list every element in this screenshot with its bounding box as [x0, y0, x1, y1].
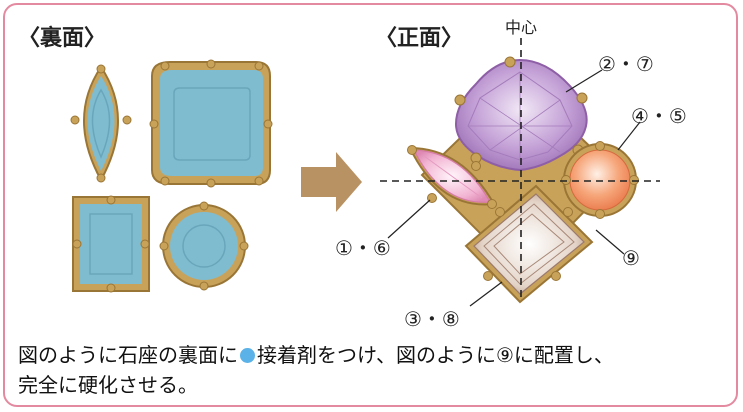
glue-dot-icon	[240, 348, 255, 363]
caption-line-1-before: 図のように石座の裏面に	[18, 343, 238, 367]
label-setting-9: ⑨	[622, 246, 640, 270]
stone-beige-emerald-3-8	[464, 184, 594, 304]
back-emerald-stone	[72, 195, 150, 293]
caption-line-1: 図のように石座の裏面に接着剤をつけ、図のように⑨に配置し、	[18, 340, 730, 370]
leader-line-9	[595, 229, 625, 255]
caption-line-1-after: 接着剤をつけ、図のように⑨に配置し、	[257, 343, 614, 367]
label-stones-3-8: ③・⑧	[404, 307, 460, 331]
label-stones-4-5: ④・⑤	[631, 104, 687, 128]
leader-line-1-6	[387, 199, 431, 239]
leader-line-4-5	[617, 121, 641, 151]
label-stones-2-7: ②・⑦	[598, 52, 654, 76]
back-side-label: 〈裏面〉	[18, 26, 107, 51]
caption-line-2: 完全に硬化させる。	[18, 373, 198, 397]
back-round-stone	[159, 201, 249, 291]
front-side-label: 〈正面〉	[375, 26, 464, 51]
leader-line-2-7	[565, 69, 603, 93]
instruction-caption: 図のように石座の裏面に接着剤をつけ、図のように⑨に配置し、 完全に硬化させる。	[18, 340, 730, 400]
center-label: 中心	[505, 18, 538, 37]
label-stones-1-6: ①・⑥	[335, 236, 391, 260]
right-arrow-icon	[301, 152, 362, 212]
back-cushion-stone	[149, 59, 273, 188]
back-marquise-stone	[70, 64, 132, 183]
stone-orange-round-4-5	[561, 141, 639, 219]
leader-line-3-8	[469, 281, 503, 307]
stone-marquise-pink-1-6	[407, 145, 497, 209]
